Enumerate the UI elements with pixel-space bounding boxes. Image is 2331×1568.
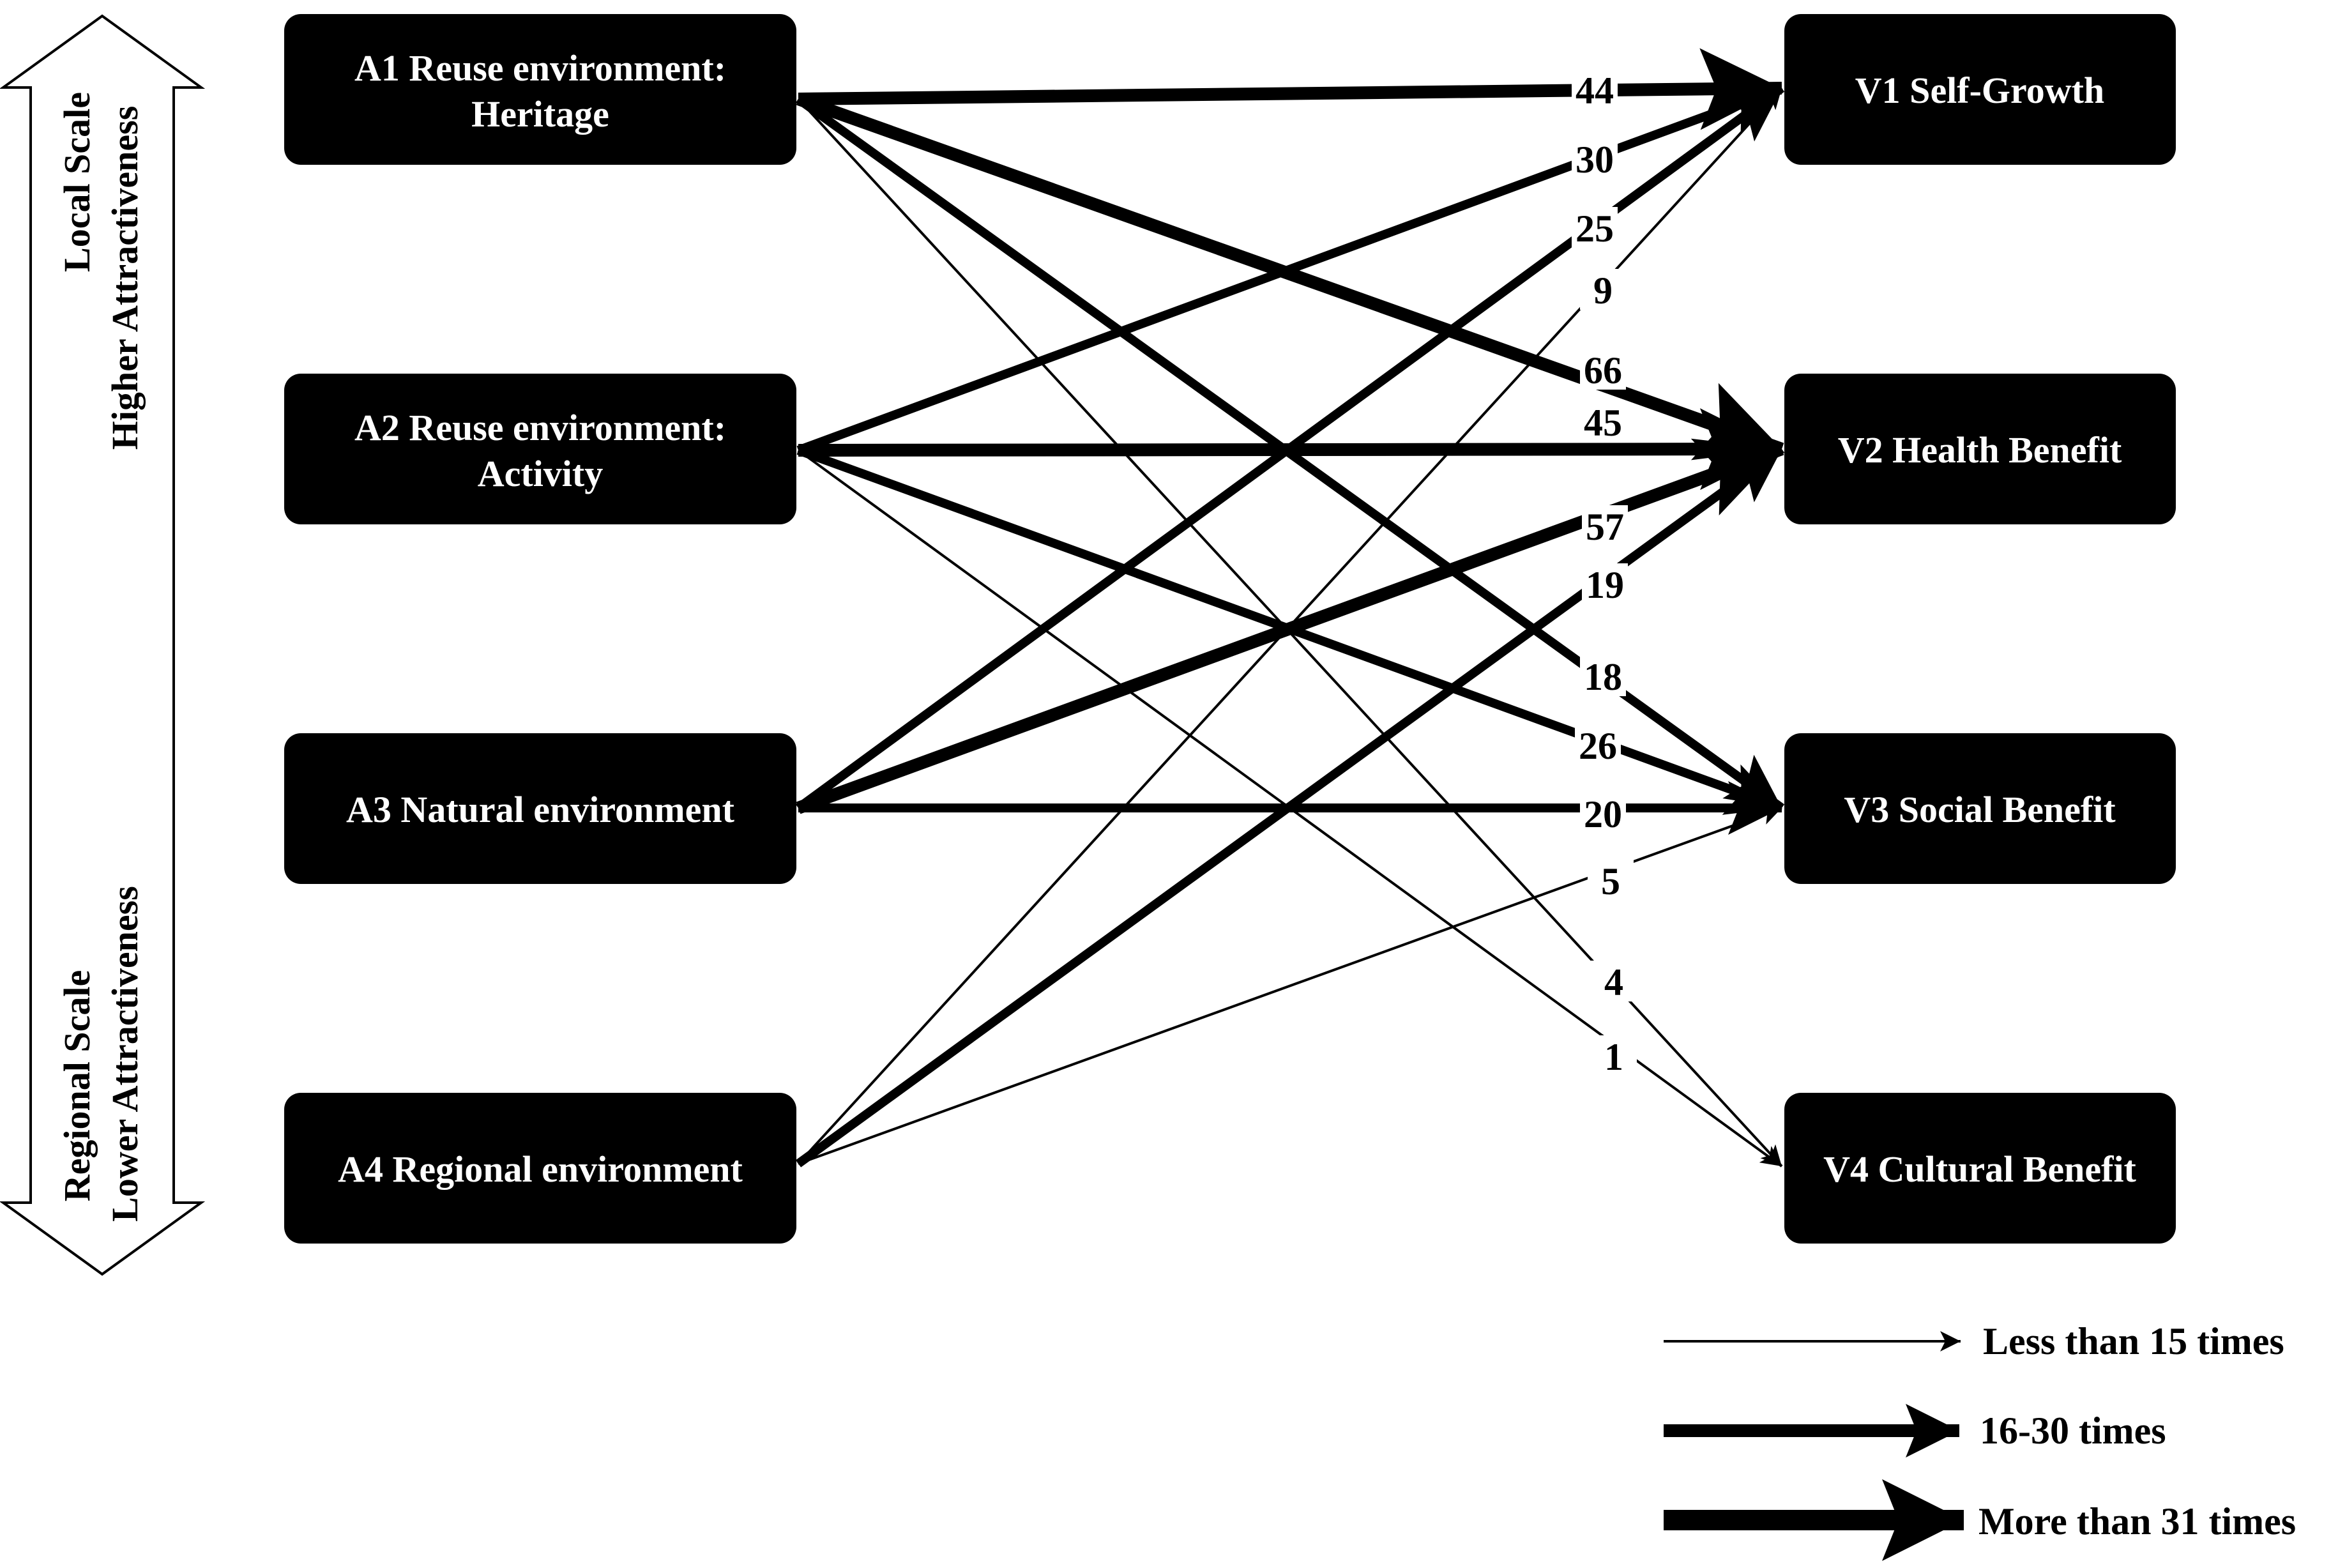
target-box-v1 (1784, 14, 2176, 165)
legend-item-thin: Less than 15 times (1664, 1320, 2284, 1362)
source-label-a2-line2: Activity (478, 453, 604, 494)
target-label-v2: V2 Health Benefit (1838, 429, 2122, 471)
source-box-a1 (284, 14, 796, 165)
edge-label-bg-a2-v4 (1591, 1035, 1637, 1076)
target-node-v2: V2 Health Benefit (1784, 374, 2176, 524)
target-box-v2 (1784, 374, 2176, 524)
source-node-a2: A2 Reuse environment: Activity (284, 374, 796, 524)
edge-label-bg-a4-v2 (1582, 563, 1628, 604)
edge-label-a4-v2: 19 (1586, 564, 1624, 606)
legend-label-thick: More than 31 times (1978, 1500, 2296, 1542)
edge-label-a2-v3: 26 (1579, 725, 1617, 767)
edge-label-bg-a1-v3 (1580, 655, 1626, 696)
scale-bottom-line1: Regional Scale (56, 970, 98, 1201)
edge-label-a1-v1: 44 (1576, 70, 1614, 112)
edge-label-bg-a2-v1 (1572, 138, 1618, 179)
source-node-a1: A1 Reuse environment: Heritage (284, 14, 796, 165)
edge-label-a1-v3: 18 (1584, 656, 1622, 698)
edge-label-bg-a1-v2 (1580, 349, 1626, 390)
edge-label-a3-v3: 20 (1584, 793, 1622, 835)
target-label-v1: V1 Self-Growth (1855, 70, 2104, 111)
scale-label-bottom: Regional Scale Lower Attractiveness (56, 886, 146, 1222)
edge-label-bg-a3-v3 (1580, 793, 1626, 833)
source-label-a4: A4 Regional environment (338, 1148, 743, 1190)
scale-label-top: Local Scale Higher Attractiveness (56, 92, 146, 450)
source-node-a3: A3 Natural environment (284, 733, 796, 884)
target-node-v4: V4 Cultural Benefit (1784, 1093, 2176, 1244)
edge-label-a4-v3: 5 (1601, 860, 1620, 902)
edge-label-bg-a3-v1 (1572, 207, 1618, 248)
target-box-v4 (1784, 1093, 2176, 1244)
edge-label-bg-a2-v2 (1580, 401, 1626, 442)
connector-a1-v4 (797, 98, 1783, 1168)
source-box-a4 (284, 1093, 796, 1244)
source-label-a2-line1: A2 Reuse environment: (354, 407, 726, 448)
scale-top-line1: Local Scale (56, 92, 98, 272)
target-node-v3: V3 Social Benefit (1784, 733, 2176, 884)
edge-label-a1-v2: 66 (1584, 349, 1622, 392)
edge-label-bg-a4-v1 (1580, 269, 1626, 310)
connector-a1-v1 (798, 48, 1782, 130)
edge-label-a3-v2: 57 (1586, 506, 1624, 548)
source-node-a4: A4 Regional environment (284, 1093, 796, 1244)
target-label-v4: V4 Cultural Benefit (1823, 1148, 2136, 1190)
edge-label-bg-a3-v2 (1582, 505, 1628, 546)
edge-label-bg-a2-v3 (1575, 724, 1621, 765)
scale-bottom-line2: Lower Attractiveness (104, 886, 146, 1222)
target-node-v1: V1 Self-Growth (1784, 14, 2176, 165)
edge-label-bg-a4-v3 (1588, 860, 1634, 901)
edge-label-bg-a1-v4 (1591, 961, 1637, 1001)
connector-a1-v2 (796, 93, 1784, 461)
edge-label-layer: 44 30 25 9 66 45 57 19 18 26 20 5 4 1 (1572, 69, 1637, 1078)
scale-top-line2: Higher Attractiveness (104, 106, 146, 450)
edge-label-a3-v1: 25 (1576, 208, 1614, 250)
edge-label-a1-v4: 4 (1604, 961, 1623, 1003)
legend-label-medium: 16-30 times (1980, 1410, 2166, 1452)
target-label-v3: V3 Social Benefit (1844, 789, 2116, 830)
source-box-a3 (284, 733, 796, 884)
source-label-a1-line1: A1 Reuse environment: (354, 47, 726, 89)
legend: Less than 15 times 16-30 times More than… (1664, 1320, 2296, 1561)
connector-layer (795, 48, 1785, 1168)
source-box-a2 (284, 374, 796, 524)
legend-item-medium: 16-30 times (1664, 1404, 2166, 1458)
legend-label-thin: Less than 15 times (1983, 1320, 2284, 1362)
edge-label-bg-a1-v1 (1572, 69, 1618, 110)
scale-double-arrow (0, 14, 206, 1276)
edge-label-a2-v2: 45 (1584, 402, 1622, 444)
legend-item-thick: More than 31 times (1664, 1479, 2296, 1561)
edge-label-a4-v1: 9 (1593, 270, 1613, 312)
edge-label-a2-v1: 30 (1576, 139, 1614, 181)
source-label-a3: A3 Natural environment (346, 789, 735, 830)
target-box-v3 (1784, 733, 2176, 884)
source-label-a1-line2: Heritage (471, 93, 609, 135)
edge-label-a2-v4: 1 (1604, 1036, 1623, 1078)
